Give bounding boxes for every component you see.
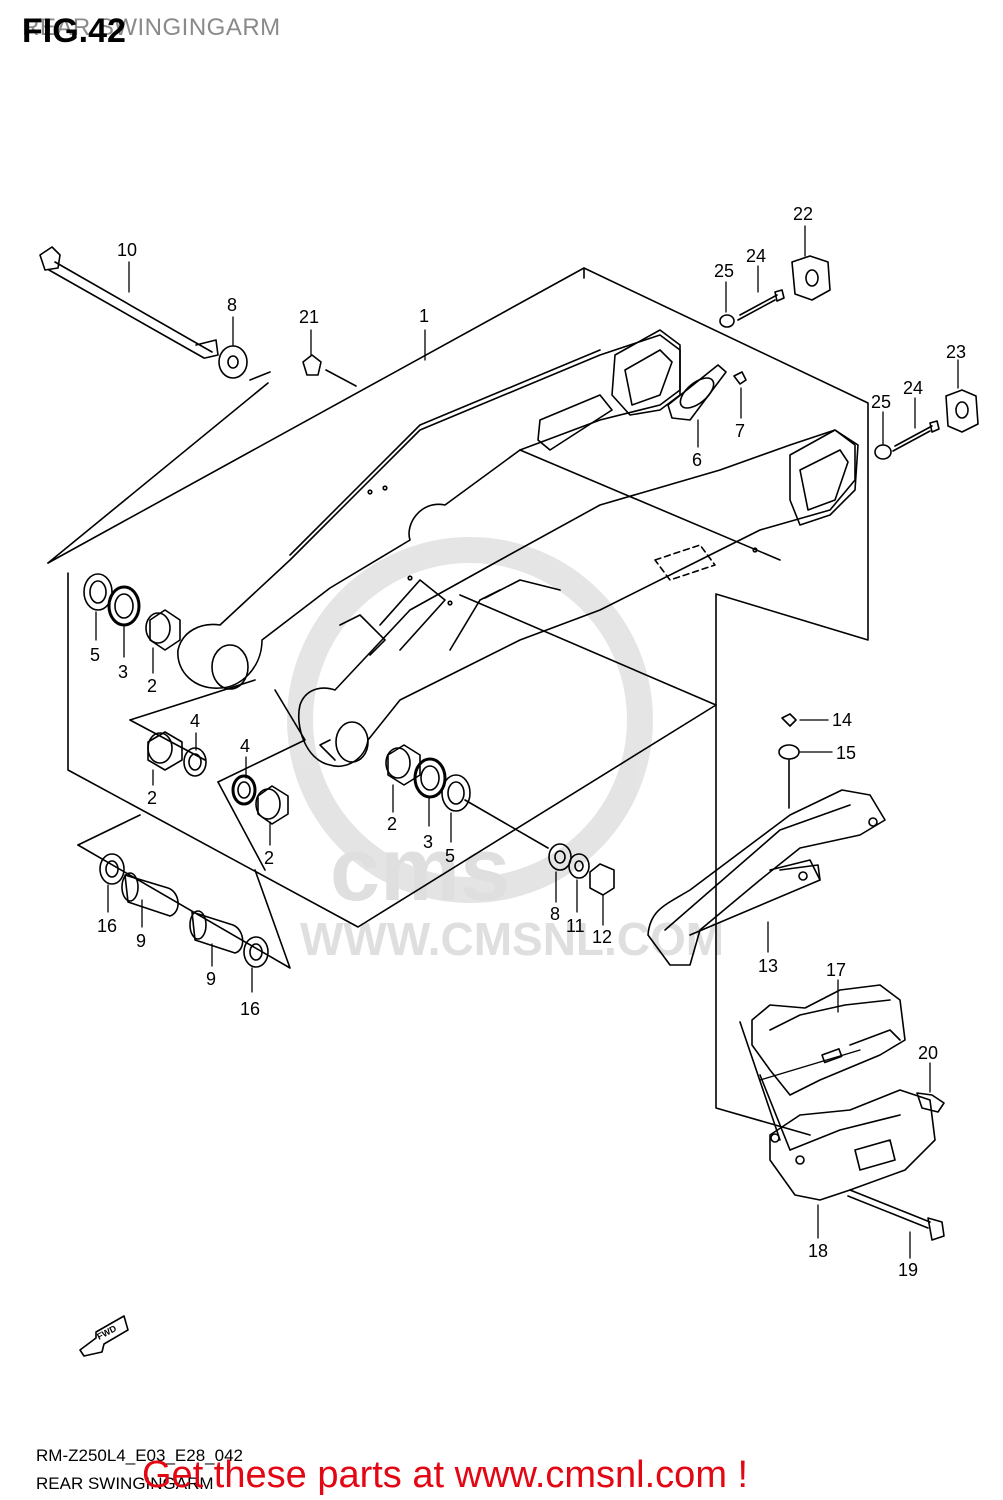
callout-15: 15: [836, 743, 856, 763]
part-25-washer-right: [874, 444, 892, 460]
callout-5-left: 5: [90, 645, 100, 665]
callout-23: 23: [946, 342, 966, 362]
model-code: RM-Z250L4_E03_E28_042: [36, 1446, 243, 1465]
part-21-nut: [302, 354, 322, 376]
swingarm-body: [177, 329, 859, 767]
part-14-screw: [781, 713, 797, 727]
right-pivot-bearing-set: [385, 744, 471, 812]
part-10-pivot-shaft: [39, 246, 219, 359]
assembly-frame-lines: [47, 267, 869, 1136]
callout-4-left: 4: [190, 711, 200, 731]
callout-numbers: 10 8 21 1 5 3 2 4 2 4 2 2 3 5 8 11 12 16…: [90, 204, 966, 1280]
forward-direction-arrow: [79, 1315, 129, 1357]
callout-4-right: 4: [240, 736, 250, 756]
callout-16-right: 16: [240, 999, 260, 1019]
callout-10: 10: [117, 240, 137, 260]
callout-24-right: 24: [903, 378, 923, 398]
watermark-url: WWW.CMSNL.COM: [300, 913, 724, 965]
part-24-bolt-top: [739, 294, 778, 316]
part-9-collar-right: [191, 911, 244, 954]
callout-17: 17: [826, 960, 846, 980]
part-20-bolt: [916, 1092, 945, 1113]
inner-bearing-set-right: [231, 774, 289, 825]
left-pivot-bearing-set: [83, 573, 181, 651]
callout-9-right: 9: [206, 969, 216, 989]
part-7-screw: [733, 371, 747, 385]
callout-14: 14: [832, 710, 852, 730]
figure-number: FIG.42: [22, 12, 126, 50]
part-12-nut: [589, 863, 615, 896]
part-13-chain-slider: [647, 789, 886, 966]
part-11-washer: [568, 853, 590, 879]
callout-24-top: 24: [746, 246, 766, 266]
watermark-ring: [287, 537, 653, 903]
callout-5-right: 5: [445, 846, 455, 866]
part-23-chain-adjuster: [945, 389, 979, 433]
callout-21: 21: [299, 307, 319, 327]
callout-9-left: 9: [136, 931, 146, 951]
callout-8-right: 8: [550, 904, 560, 924]
part-15-collar: [778, 744, 800, 760]
watermark-brand: cms: [330, 820, 510, 920]
callout-leaders: [95, 225, 959, 1259]
part-16-washer-left: [99, 853, 125, 885]
callout-12: 12: [592, 927, 612, 947]
part-22-chain-adjuster: [791, 255, 831, 301]
part-17-chain-guide-upper: [751, 984, 906, 1096]
callout-7: 7: [735, 421, 745, 441]
callout-2-right: 2: [387, 814, 397, 834]
part-18-chain-guide-lower: [769, 1089, 936, 1201]
callout-2-left: 2: [147, 676, 157, 696]
part-8-washer-right: [548, 843, 572, 871]
callout-3-right: 3: [423, 832, 433, 852]
watermark: cms WWW.CMSNL.COM: [287, 537, 724, 965]
callout-16-left: 16: [97, 916, 117, 936]
callout-1: 1: [419, 306, 429, 326]
callout-25-top: 25: [714, 261, 734, 281]
part-9-collar-left: [124, 874, 179, 917]
footer-subtitle: REAR SWINGINGARM: [36, 1474, 214, 1493]
part-16-washer-right: [243, 936, 269, 968]
callout-18: 18: [808, 1241, 828, 1261]
part-24-bolt-right: [894, 425, 933, 447]
part-25-washer-top: [719, 314, 735, 328]
promo-banner-link[interactable]: Get these parts at www.cmsnl.com !: [142, 1454, 749, 1496]
part-8-washer: [218, 345, 248, 379]
callout-19: 19: [898, 1260, 918, 1280]
callout-6: 6: [692, 450, 702, 470]
callout-25-right: 25: [871, 392, 891, 412]
callout-11: 11: [566, 916, 585, 936]
callout-2-inner-left: 2: [147, 788, 157, 808]
inner-bearing-set-left: [147, 731, 207, 777]
part-19-bolt: [849, 1189, 931, 1223]
callout-2-inner-right: 2: [264, 848, 274, 868]
fwd-label: FWD: [95, 1323, 118, 1342]
callout-8-top: 8: [227, 295, 237, 315]
header-subtitle: REAR SWINGINGARM: [22, 14, 281, 41]
callout-13: 13: [758, 956, 778, 976]
callout-22: 22: [793, 204, 813, 224]
callout-3-left: 3: [118, 662, 128, 682]
callout-20: 20: [918, 1043, 938, 1063]
